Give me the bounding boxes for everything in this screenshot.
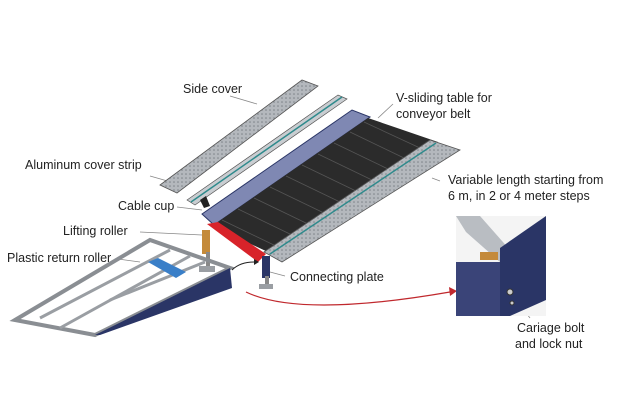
label-cable-cup: Cable cup [118,199,175,213]
small-arrow [231,261,255,271]
label-aluminum-cover-strip: Aluminum cover strip [25,158,142,172]
label-lifting-roller: Lifting roller [63,224,128,238]
label-v-sliding-table-1: V-sliding table for [396,91,492,105]
connecting-plate [262,256,270,278]
belt-cleats [221,121,421,247]
label-carriage-bolt-1: Cariage bolt [517,321,585,335]
label-variable-length-1: Variable length starting from [448,173,604,187]
label-connecting-plate: Connecting plate [290,270,384,284]
return-frame [9,237,236,338]
side-cover [159,79,319,194]
plastic-return-roller [148,258,186,278]
detail-inset [456,216,546,316]
conveyor-section [199,109,461,289]
cable-cup [200,196,210,208]
label-variable-length-2: 6 m, in 2 or 4 meter steps [448,189,590,203]
cable-cup-bracket [202,230,210,254]
label-carriage-bolt-2: and lock nut [515,337,583,351]
aluminum-cover-strip [186,94,348,206]
detail-arrow [245,291,451,306]
lifting-roller [207,222,266,262]
label-v-sliding-table-2: conveyor belt [396,107,471,121]
label-side-cover: Side cover [183,82,243,96]
label-plastic-return-roller: Plastic return roller [7,251,112,265]
